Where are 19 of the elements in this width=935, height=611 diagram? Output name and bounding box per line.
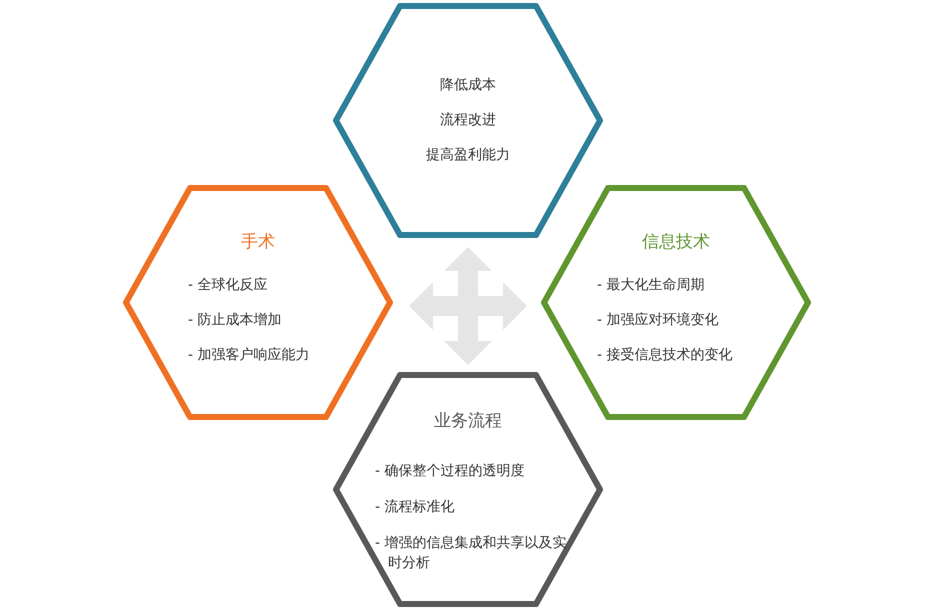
list-item: - 加强客户响应能力 <box>188 346 310 365</box>
hexagon-box <box>333 372 603 607</box>
heading: 信息技术 <box>642 231 710 253</box>
text-line: 提高盈利能力 <box>426 146 510 165</box>
list-item: - 流程标准化 <box>375 498 455 517</box>
list-item: - 加强应对环境变化 <box>597 311 719 330</box>
heading: 业务流程 <box>434 410 502 432</box>
hexagon-box <box>541 185 811 420</box>
hexagon-box <box>333 3 603 238</box>
hexagon-box <box>123 185 393 420</box>
list-item: - 最大化生命周期 <box>597 276 705 295</box>
heading: 手术 <box>241 231 275 253</box>
text-line: 流程改进 <box>440 111 496 130</box>
list-item: - 全球化反应 <box>188 276 268 295</box>
list-item: - 防止成本增加 <box>188 311 282 330</box>
list-item: - 接受信息技术的变化 <box>597 346 733 365</box>
list-item: - 确保整个过程的透明度 <box>375 462 525 481</box>
text-line: 降低成本 <box>440 76 496 95</box>
list-item: - 增强的信息集成和共享以及实时分析 <box>375 534 568 573</box>
